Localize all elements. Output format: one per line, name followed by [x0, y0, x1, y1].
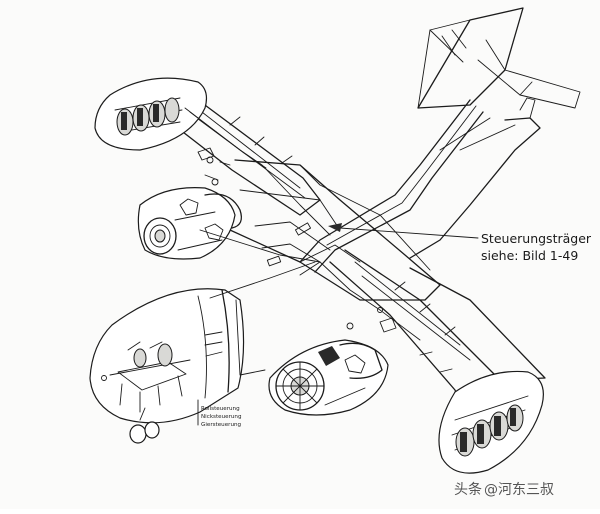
lower-right-pod-nozzles	[455, 404, 524, 457]
label-yaw-control: Giersteuerung	[201, 422, 242, 428]
landing-gear	[129, 407, 160, 444]
nacelle-internal-linkage	[101, 341, 191, 413]
upper-left-engine-pod	[94, 77, 208, 151]
callout-line-2: siehe: Bild 1-49	[481, 248, 578, 263]
callout-line-1: Steuerungsträger	[481, 231, 592, 246]
upper-left-pod-nozzles	[116, 97, 180, 136]
label-pitch-control: Nicksteuerung	[201, 414, 242, 420]
control-linkage	[184, 107, 421, 376]
upper-left-wing	[169, 84, 321, 216]
wing-control-fittings	[206, 156, 383, 330]
tail-fin	[417, 7, 581, 109]
fuselage-spine	[299, 97, 541, 273]
control-carrier-callout: Steuerungsträger siehe: Bild 1-49	[328, 223, 592, 263]
control-axis-labels: Rollsteuerung Nicksteuerung Giersteuerun…	[197, 399, 242, 428]
watermark-handle: @河东三叔	[484, 482, 554, 498]
center-left-jet-engine	[137, 187, 243, 260]
center-right-jet-engine	[268, 339, 389, 416]
lower-left-nacelle	[89, 288, 245, 424]
watermark: 头条 @河东三叔	[454, 481, 554, 498]
label-roll-control: Rollsteuerung	[201, 406, 240, 412]
lower-right-engine-pod	[438, 370, 544, 474]
central-fuselage	[229, 159, 441, 301]
watermark-platform: 头条	[454, 481, 482, 498]
